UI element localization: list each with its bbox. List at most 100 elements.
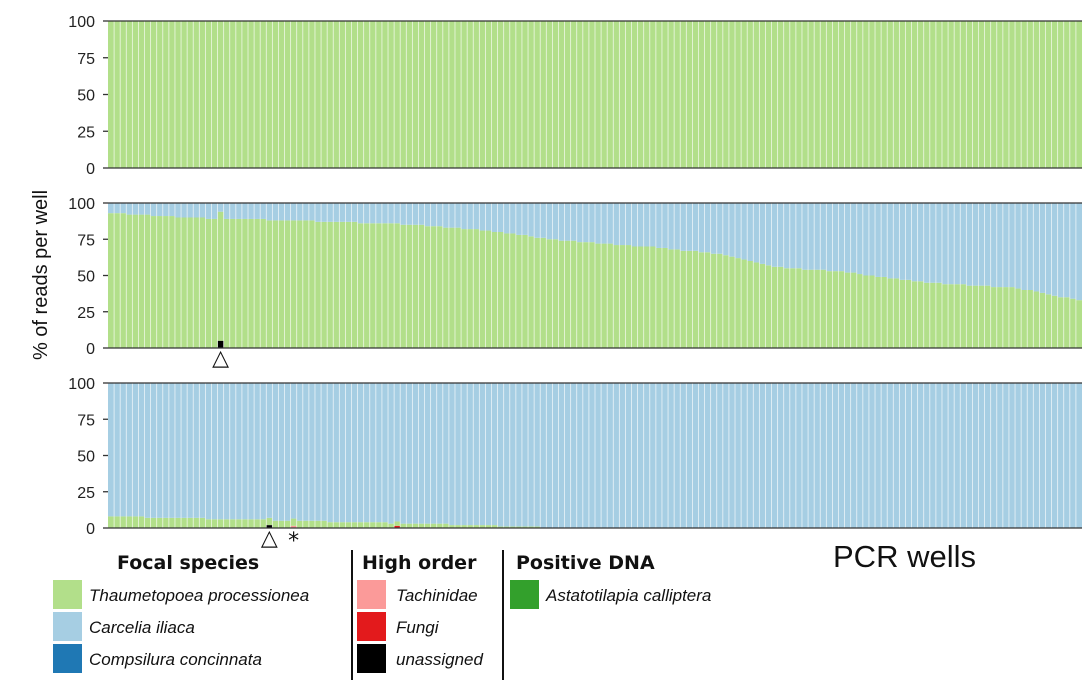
bar-segment-carcelia-iliaca — [911, 203, 918, 282]
bar-segment-thaumetopoea-processionea — [619, 21, 626, 168]
bar-segment-thaumetopoea-processionea — [887, 21, 894, 168]
bar-segment-thaumetopoea-processionea — [1027, 290, 1034, 348]
bar-segment-carcelia-iliaca — [388, 203, 395, 224]
bar-segment-carcelia-iliaca — [826, 203, 833, 272]
bar-segment-thaumetopoea-processionea — [296, 520, 303, 528]
bar-segment-thaumetopoea-processionea — [875, 21, 882, 168]
bar-segment-thaumetopoea-processionea — [144, 214, 151, 348]
bar-segment-thaumetopoea-processionea — [1015, 21, 1022, 168]
bar-segment-carcelia-iliaca — [875, 203, 882, 277]
bar-segment-carcelia-iliaca — [296, 203, 303, 221]
bar-segment-thaumetopoea-processionea — [241, 21, 249, 168]
bar-segment-thaumetopoea-processionea — [552, 21, 559, 168]
bar-segment-thaumetopoea-processionea — [199, 217, 206, 348]
legend-label: Astatotilapia calliptera — [545, 586, 711, 605]
bar-segment-carcelia-iliaca — [454, 203, 462, 228]
bar-segment-carcelia-iliaca — [747, 383, 754, 528]
y-tick-label: 0 — [86, 341, 95, 358]
bar-segment-thaumetopoea-processionea — [144, 517, 151, 528]
bar-segment-thaumetopoea-processionea — [1027, 21, 1034, 168]
bar-segment-thaumetopoea-processionea — [528, 21, 535, 168]
bar-segment-carcelia-iliaca — [235, 203, 242, 219]
bar-segment-thaumetopoea-processionea — [108, 516, 115, 528]
bar-segment-thaumetopoea-processionea — [174, 217, 182, 348]
bar-segment-thaumetopoea-processionea — [637, 21, 644, 168]
bar-segment-carcelia-iliaca — [972, 203, 979, 286]
bar-segment-carcelia-iliaca — [795, 203, 802, 269]
bar-segment-carcelia-iliaca — [899, 383, 906, 528]
y-tick-label: 50 — [77, 88, 95, 105]
bar-segment-thaumetopoea-processionea — [655, 21, 662, 168]
bar-segment-thaumetopoea-processionea — [801, 269, 809, 348]
bar-segment-thaumetopoea-processionea — [619, 245, 626, 348]
bar-segment-carcelia-iliaca — [491, 203, 498, 232]
bar-segment-carcelia-iliaca — [138, 203, 145, 215]
bar-segment-carcelia-iliaca — [899, 203, 906, 280]
bar-segment-thaumetopoea-processionea — [814, 21, 821, 168]
bar-segment-carcelia-iliaca — [114, 203, 121, 214]
bar-segment-thaumetopoea-processionea — [643, 246, 650, 348]
bar-segment-carcelia-iliaca — [430, 203, 437, 227]
bar-segment-carcelia-iliaca — [728, 383, 736, 528]
legend-label: Compsilura concinnata — [89, 650, 262, 669]
bar-segment-thaumetopoea-processionea — [972, 285, 979, 348]
bar-segment-carcelia-iliaca — [509, 203, 516, 234]
bar-segment-thaumetopoea-processionea — [1063, 297, 1070, 348]
bar-segment-thaumetopoea-processionea — [473, 21, 480, 168]
bar-segment-carcelia-iliaca — [193, 203, 200, 218]
bar-segment-carcelia-iliaca — [826, 383, 833, 528]
bar-segment-thaumetopoea-processionea — [941, 21, 949, 168]
bar-segment-carcelia-iliaca — [887, 203, 894, 279]
bar-segment-thaumetopoea-processionea — [680, 21, 687, 168]
bar-segment-carcelia-iliaca — [1057, 383, 1064, 528]
bar-segment-thaumetopoea-processionea — [777, 266, 784, 348]
bar-segment-thaumetopoea-processionea — [905, 279, 912, 348]
bar-segment-thaumetopoea-processionea — [692, 21, 699, 168]
bar-segment-thaumetopoea-processionea — [211, 21, 218, 168]
bar-segment-thaumetopoea-processionea — [120, 21, 127, 168]
bar-segment-carcelia-iliaca — [351, 383, 358, 523]
bar-segment-thaumetopoea-processionea — [881, 21, 888, 168]
bar-segment-carcelia-iliaca — [1039, 383, 1046, 528]
bar-segment-thaumetopoea-processionea — [302, 220, 309, 348]
bar-segment-thaumetopoea-processionea — [199, 517, 206, 528]
bar-segment-thaumetopoea-processionea — [1045, 294, 1052, 348]
bar-segment-carcelia-iliaca — [728, 203, 736, 257]
y-tick-label: 0 — [86, 161, 95, 178]
bar-segment-thaumetopoea-processionea — [753, 21, 760, 168]
bar-segment-thaumetopoea-processionea — [491, 525, 498, 528]
bar-segment-carcelia-iliaca — [1008, 383, 1016, 528]
bar-segment-carcelia-iliaca — [978, 203, 985, 286]
bar-segment-carcelia-iliaca — [314, 203, 322, 222]
bar-segment-carcelia-iliaca — [497, 203, 504, 232]
bar-segment-carcelia-iliaca — [753, 383, 760, 528]
bar-segment-carcelia-iliaca — [174, 203, 182, 218]
bar-segment-carcelia-iliaca — [1045, 383, 1052, 528]
bar-segment-thaumetopoea-processionea — [948, 284, 955, 348]
bar-segment-carcelia-iliaca — [205, 383, 212, 520]
bar-segment-carcelia-iliaca — [345, 203, 352, 222]
bar-segment-thaumetopoea-processionea — [905, 21, 912, 168]
bar-segment-carcelia-iliaca — [150, 203, 157, 217]
bar-segment-carcelia-iliaca — [546, 203, 553, 240]
bar-segment-thaumetopoea-processionea — [363, 223, 370, 348]
legend-swatch — [357, 612, 386, 641]
bar-segment-thaumetopoea-processionea — [808, 269, 815, 348]
bar-segment-carcelia-iliaca — [655, 383, 662, 528]
bar-segment-thaumetopoea-processionea — [448, 21, 455, 168]
bar-segment-carcelia-iliaca — [850, 383, 857, 528]
bar-segment-thaumetopoea-processionea — [412, 21, 419, 168]
bar-segment-thaumetopoea-processionea — [290, 220, 297, 348]
bar-segment-thaumetopoea-processionea — [205, 21, 212, 168]
bar-segment-thaumetopoea-processionea — [728, 21, 736, 168]
bar-segment-thaumetopoea-processionea — [1051, 295, 1058, 348]
bar-segment-thaumetopoea-processionea — [132, 21, 139, 168]
bar-segment-thaumetopoea-processionea — [558, 21, 565, 168]
bar-segment-thaumetopoea-processionea — [1021, 21, 1028, 168]
bar-segment-carcelia-iliaca — [418, 383, 425, 524]
bar-segment-carcelia-iliaca — [570, 383, 577, 528]
bar-segment-thaumetopoea-processionea — [369, 522, 376, 528]
bar-segment-carcelia-iliaca — [668, 203, 675, 250]
bar-segment-thaumetopoea-processionea — [375, 223, 382, 348]
bar-segment-carcelia-iliaca — [972, 383, 979, 528]
